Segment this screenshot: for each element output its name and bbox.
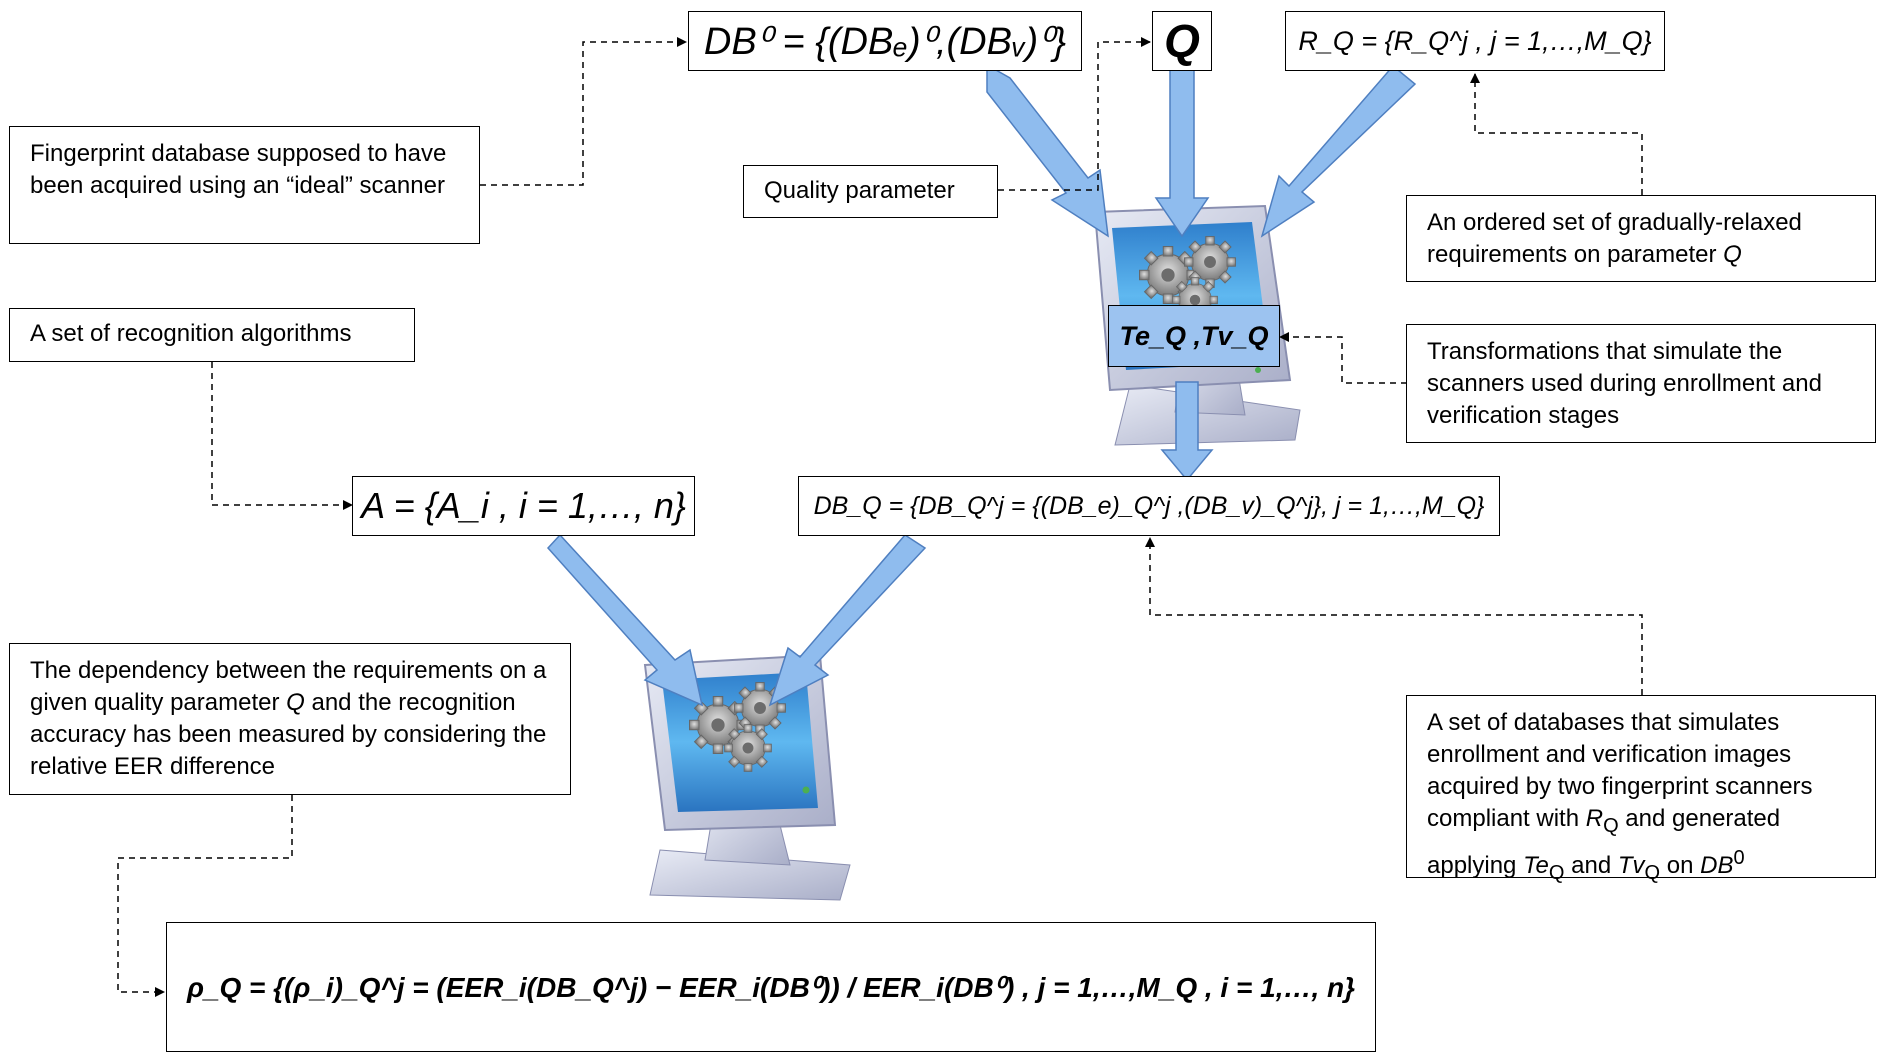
ideal-scanner-note: Fingerprint database supposed to have be… [9, 126, 480, 244]
transform-formula-box: Te_Q ,Tv_Q [1108, 305, 1280, 367]
dbq-formula: DB_Q = {DB_Q^j = {(DB_e)_Q^j ,(DB_v)_Q^j… [813, 491, 1485, 520]
databases-teq: Te [1523, 851, 1549, 879]
connector-transform-to-teq [1279, 332, 1407, 384]
databases-text-1: A set of databases that simulates enroll… [1427, 709, 1813, 832]
q-formula-box: Q [1152, 11, 1212, 71]
db0-formula: DB⁰ = {(DBₑ)⁰,(DBᵥ)⁰} [703, 20, 1067, 63]
dashed-connectors [117, 37, 1643, 997]
rho-formula: ρ_Q = {(ρ_i)_Q^j = (EER_i(DB_Q^j) − EER_… [186, 971, 1356, 1003]
connector-quality-to-q [998, 37, 1151, 191]
databases-tvq-sub: Q [1644, 861, 1661, 884]
databases-tvq: Tv [1617, 851, 1645, 879]
databases-db0: DB [1700, 851, 1734, 879]
arrow-transform-to-dbq [1160, 381, 1214, 482]
dependency-var: Q [286, 689, 305, 716]
q-formula: Q [1164, 15, 1200, 67]
arrow-a-to-computer [546, 533, 704, 707]
recognition-algorithms-note: A set of recognition algorithms [9, 308, 415, 362]
arrow-rq-to-computer [1260, 64, 1417, 238]
quality-parameter-text: Quality parameter [764, 177, 955, 204]
connector-algorithms-to-a [211, 362, 353, 510]
dependency-text-2: and the recognition accuracy has been me… [30, 689, 547, 780]
transformations-note: Transformations that simulate the scanne… [1406, 324, 1876, 443]
databases-rq: R [1585, 805, 1604, 832]
databases-text-3: and [1564, 851, 1618, 879]
arrow-q-to-computer [1154, 69, 1210, 238]
arrow-db0-to-computer [986, 63, 1109, 238]
connector-databases-to-dbq [1145, 537, 1643, 695]
db0-formula-box: DB⁰ = {(DBₑ)⁰,(DBᵥ)⁰} [688, 11, 1082, 71]
a-formula: A = {A_i , i = 1,…, n} [361, 485, 686, 526]
rq-formula: R_Q = {R_Q^j , j = 1,…,M_Q} [1298, 25, 1652, 56]
rho-formula-box: ρ_Q = {(ρ_i)_Q^j = (EER_i(DB_Q^j) − EER_… [166, 922, 1376, 1052]
ideal-scanner-text: Fingerprint database supposed to have be… [30, 140, 447, 199]
rq-formula-box: R_Q = {R_Q^j , j = 1,…,M_Q} [1285, 11, 1665, 71]
dbq-formula-box: DB_Q = {DB_Q^j = {(DB_e)_Q^j ,(DB_v)_Q^j… [798, 476, 1500, 536]
arrow-dbq-to-computer [768, 534, 927, 707]
connector-dependency-to-rho [117, 795, 293, 997]
flow-arrows [546, 63, 1417, 707]
dependency-text-1: The dependency between the requirements … [30, 657, 547, 716]
connector-ideal-to-db0 [480, 37, 687, 186]
dependency-note: The dependency between the requirements … [9, 643, 571, 795]
databases-text-2: and generated applying [1427, 805, 1781, 879]
a-formula-box: A = {A_i , i = 1,…, n} [352, 476, 695, 536]
recognition-algorithms-text: A set of recognition algorithms [30, 320, 352, 347]
databases-text-4: on [1660, 851, 1701, 879]
connector-ordered-to-rq [1470, 73, 1643, 195]
databases-note: A set of databases that simulates enroll… [1406, 695, 1876, 884]
ordered-set-var: Q [1723, 241, 1742, 268]
databases-db0-sup: 0 [1733, 846, 1745, 869]
teq-tvq-formula: Te_Q ,Tv_Q [1119, 320, 1269, 351]
databases-rq-sub: Q [1603, 814, 1619, 837]
ordered-set-note: An ordered set of gradually-relaxed requ… [1406, 195, 1876, 282]
quality-parameter-note: Quality parameter [743, 165, 998, 218]
ordered-set-text: An ordered set of gradually-relaxed requ… [1427, 209, 1802, 268]
transformations-text: Transformations that simulate the scanne… [1427, 338, 1822, 429]
databases-teq-sub: Q [1548, 861, 1565, 884]
